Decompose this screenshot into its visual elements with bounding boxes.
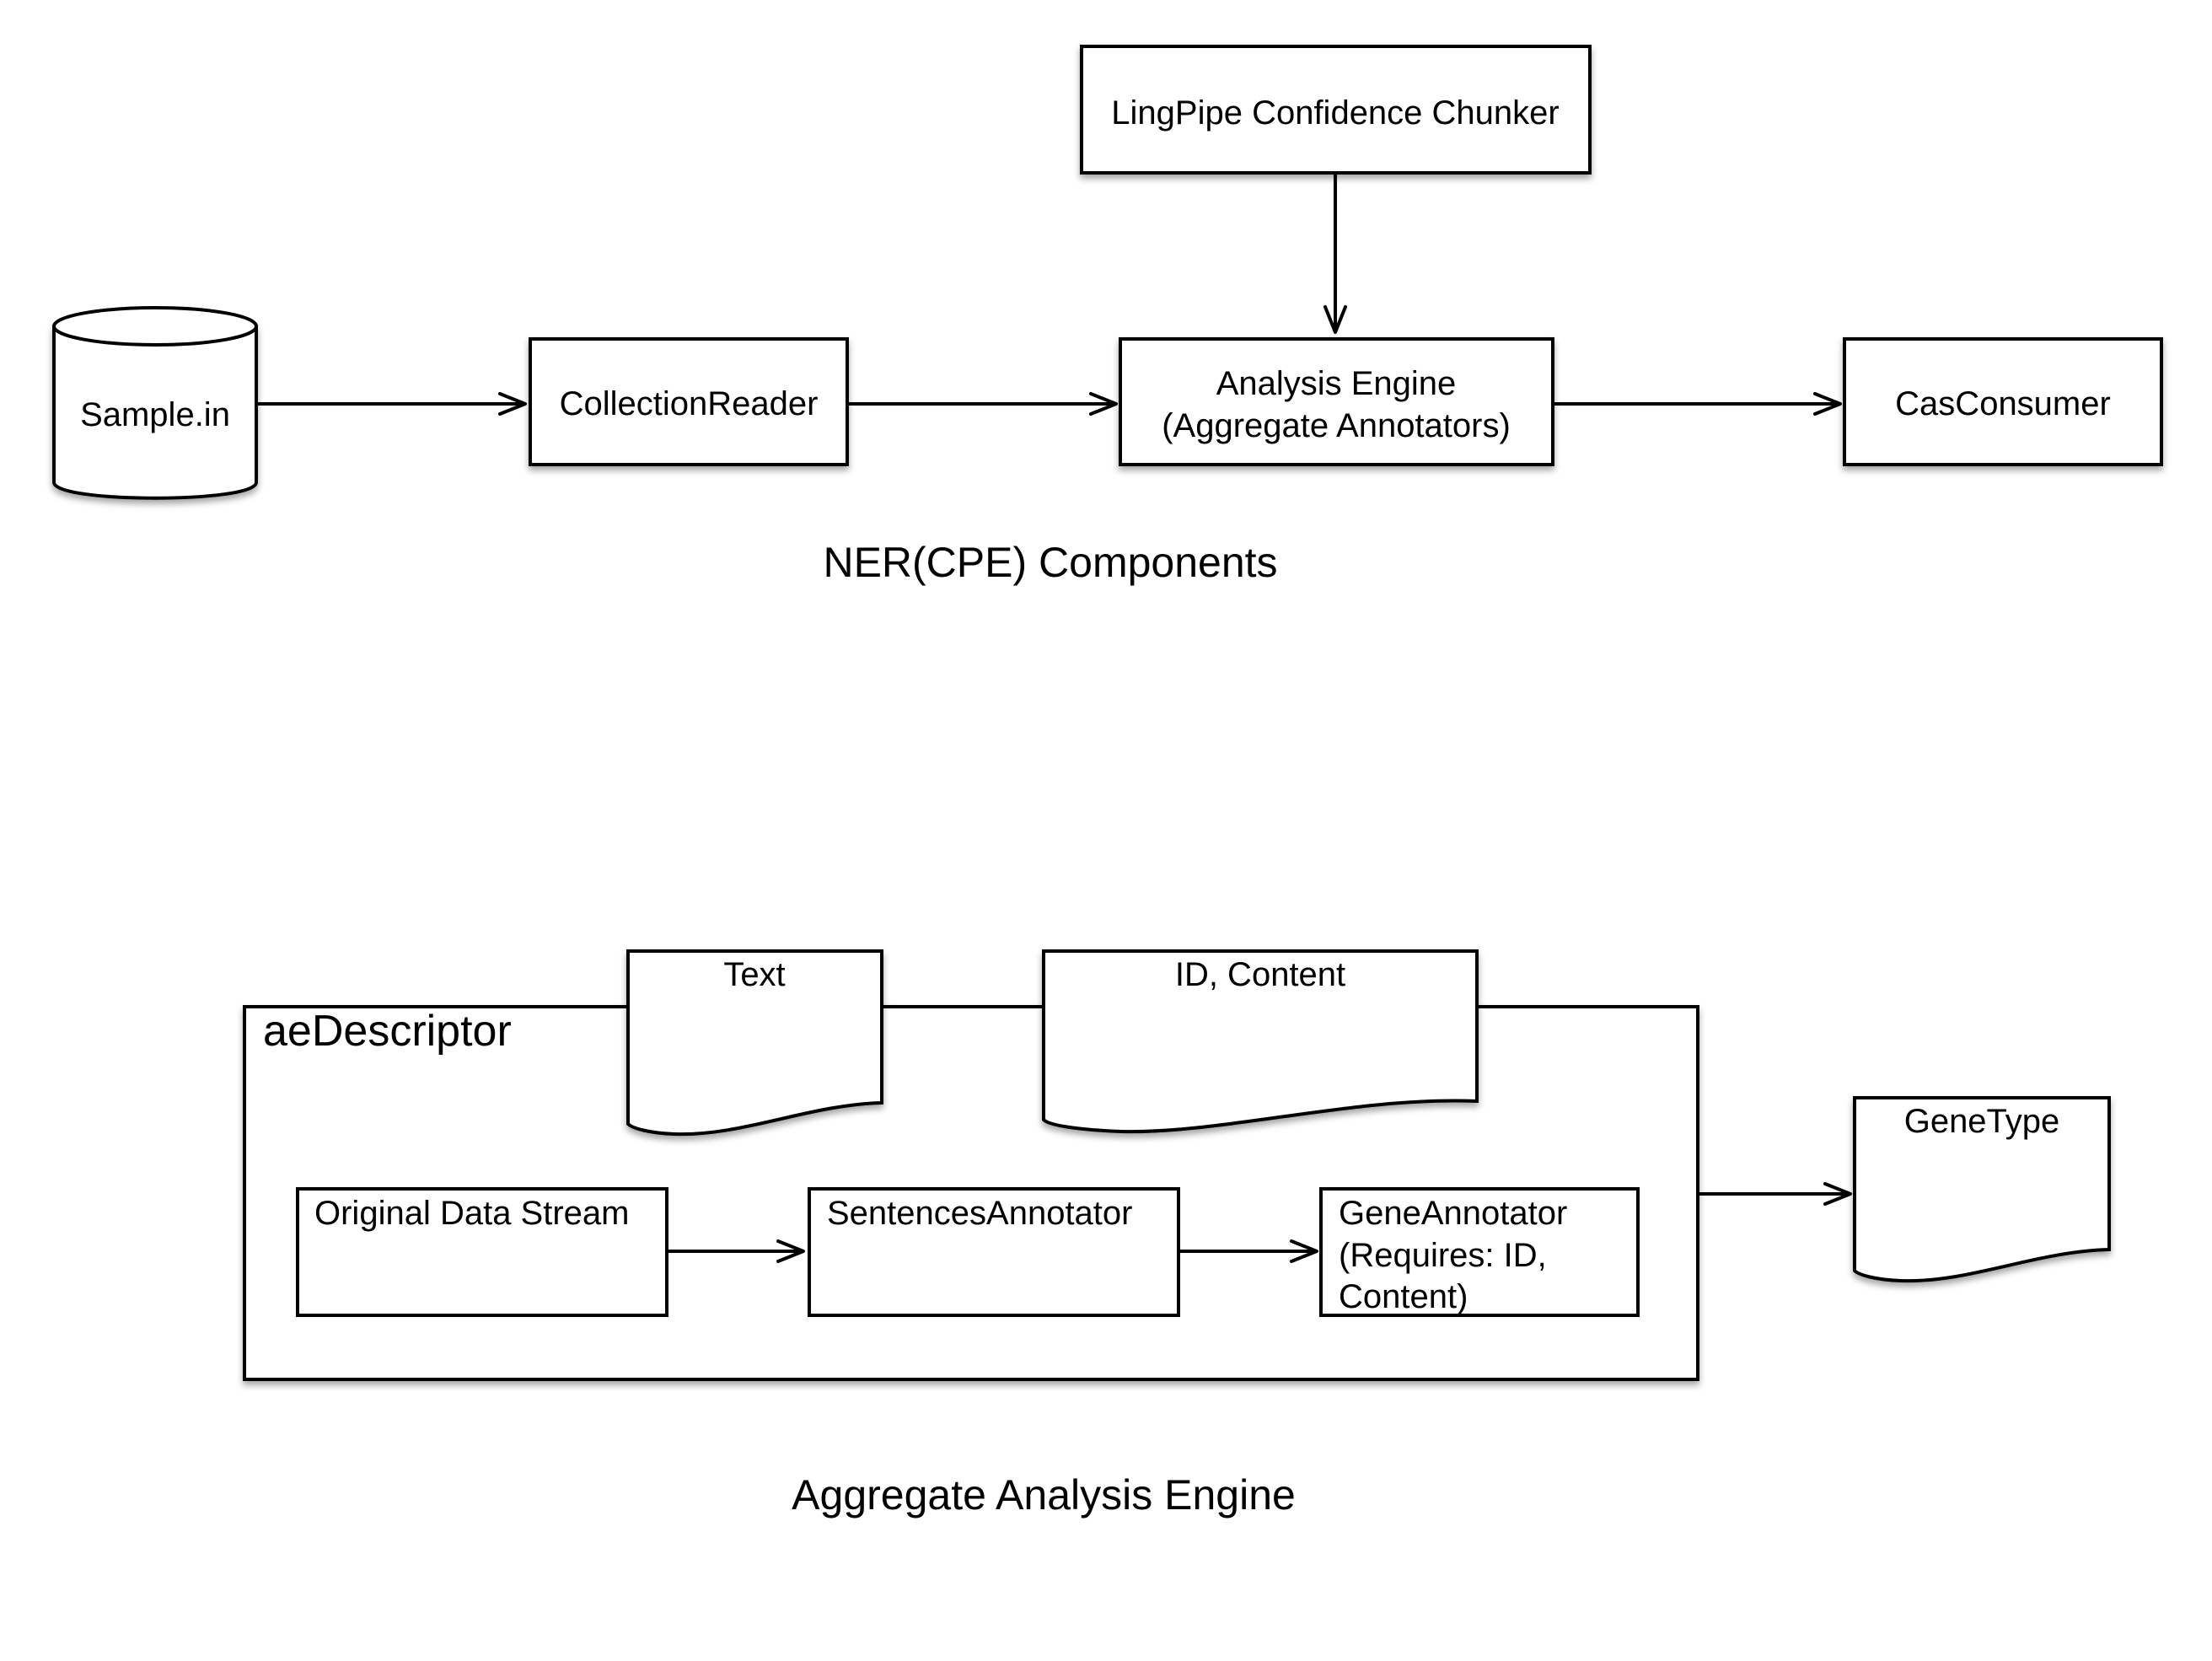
text-document-node: Text [626,949,883,1137]
arrow-stream-to-sentences [667,1239,805,1263]
gene-type-document-node: GeneType [1853,1096,2111,1283]
gene-annotator-label-line2: (Requires: ID, [1339,1237,1547,1274]
sample-database-label: Sample.in [80,396,230,433]
cas-consumer-label: CasConsumer [1895,385,2111,422]
arrow-engine-to-consumer [1553,392,1842,416]
id-content-document-label: ID, Content [1175,956,1345,993]
analysis-engine-label-line2: (Aggregate Annotators) [1162,407,1511,444]
bottom-diagram-caption: Aggregate Analysis Engine [792,1471,1296,1519]
analysis-engine-label-line1: Analysis Engine [1216,365,1457,402]
lingpipe-chunker-label: LingPipe Confidence Chunker [1111,94,1559,132]
ae-descriptor-title: aeDescriptor [263,1007,512,1056]
arrow-reader-to-engine [847,392,1118,416]
cas-consumer-node: CasConsumer [1843,337,2163,466]
analysis-engine-node: Analysis Engine (Aggregate Annotators) [1119,337,1554,466]
gene-annotator-label-line1: GeneAnnotator [1339,1195,1567,1232]
arrow-sentences-to-gene [1178,1239,1318,1263]
text-document-label: Text [723,956,785,993]
collection-reader-label: CollectionReader [560,385,819,422]
arrow-sample-to-reader [258,392,527,416]
original-data-stream-node: Original Data Stream [296,1187,668,1317]
sentences-annotator-node: SentencesAnnotator [808,1187,1180,1317]
original-data-stream-label: Original Data Stream [314,1195,629,1232]
arrow-descriptor-to-genetype [1698,1182,1852,1206]
sentences-annotator-label: SentencesAnnotator [827,1195,1132,1232]
gene-annotator-node: GeneAnnotator (Requires: ID, Content) [1319,1187,1640,1317]
collection-reader-node: CollectionReader [529,337,849,466]
id-content-document-node: ID, Content [1042,949,1479,1134]
arrow-lingpipe-to-engine [1323,173,1347,334]
top-diagram-caption: NER(CPE) Components [823,539,1277,586]
gene-annotator-label-line3: Content) [1339,1278,1468,1315]
gene-type-document-label: GeneType [1904,1103,2060,1140]
lingpipe-chunker-node: LingPipe Confidence Chunker [1080,45,1592,175]
sample-database-node: Sample.in [52,306,258,500]
